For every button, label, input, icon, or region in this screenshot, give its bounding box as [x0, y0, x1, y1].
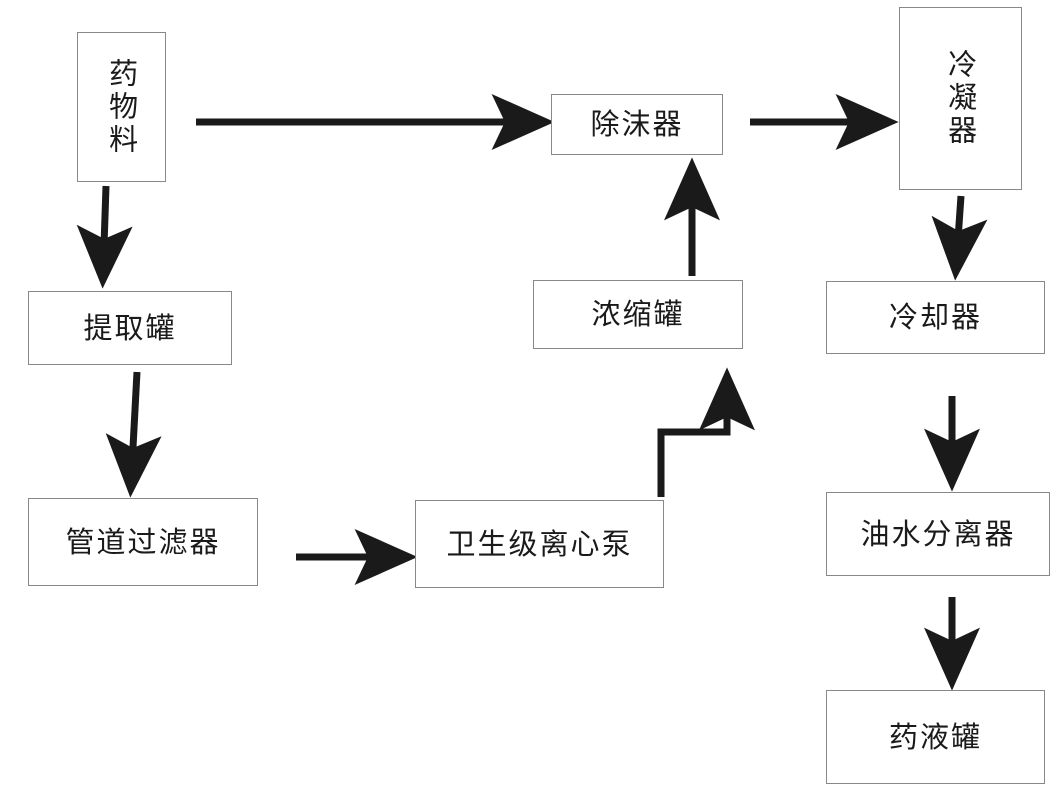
- node-label-drug-material: 药物料: [104, 57, 139, 157]
- node-drug-material[interactable]: 药物料: [77, 32, 166, 182]
- node-label-concentration-tank: 浓缩罐: [591, 297, 685, 332]
- node-cooler[interactable]: 冷却器: [826, 281, 1045, 354]
- edge-centrifugal-pump-to-concentration-tank: [657, 367, 755, 497]
- node-condenser[interactable]: 冷凝器: [899, 7, 1022, 190]
- node-oil-water-separator[interactable]: 油水分离器: [826, 492, 1050, 576]
- node-label-centrifugal-pump: 卫生级离心泵: [446, 526, 633, 561]
- edge-extraction-tank-to-pipeline-filter: [105, 371, 162, 498]
- edge-drug-material-to-extraction-tank: [76, 185, 133, 289]
- node-extraction-tank[interactable]: 提取罐: [28, 291, 232, 365]
- node-defoamer[interactable]: 除沫器: [551, 94, 723, 155]
- node-label-oil-water-separator: 油水分离器: [860, 516, 1016, 551]
- node-label-pipeline-filter: 管道过滤器: [65, 524, 221, 559]
- node-liquid-medicine-tank[interactable]: 药液罐: [826, 690, 1045, 784]
- node-pipeline-filter[interactable]: 管道过滤器: [28, 498, 258, 586]
- edge-condenser-to-cooler: [931, 195, 988, 281]
- node-label-extraction-tank: 提取罐: [83, 310, 177, 345]
- node-label-liquid-medicine-tank: 药液罐: [888, 719, 982, 754]
- node-label-condenser: 冷凝器: [943, 49, 978, 148]
- node-concentration-tank[interactable]: 浓缩罐: [533, 280, 743, 349]
- node-label-cooler: 冷却器: [888, 300, 982, 335]
- node-centrifugal-pump[interactable]: 卫生级离心泵: [415, 500, 664, 588]
- node-label-defoamer: 除沫器: [590, 107, 684, 142]
